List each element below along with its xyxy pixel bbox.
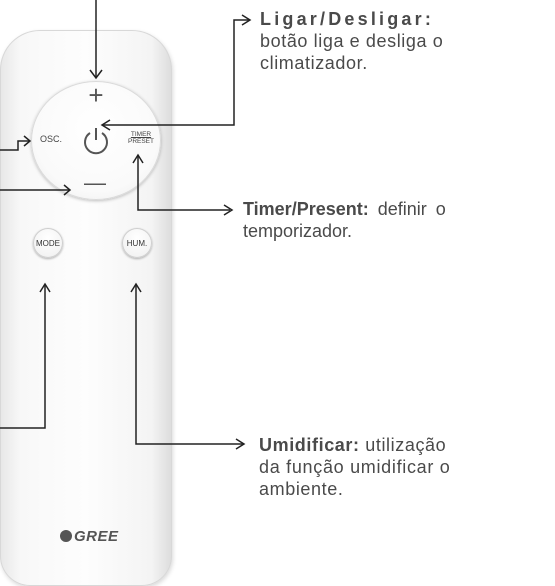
plus-arrowhead (89, 69, 103, 80)
power-icon (84, 128, 108, 155)
power-annotation-line2: climatizador. (260, 53, 368, 73)
hum-text-arrowhead (235, 438, 246, 450)
timer-label: TIMER (130, 131, 152, 138)
mode-button[interactable]: MODE (33, 228, 63, 258)
humidify-annotation-title: Umidificar: (259, 435, 360, 455)
brand-name: GREE (74, 528, 119, 545)
timer-preset-button[interactable]: TIMER PRESET (125, 131, 157, 145)
power-annotation: Ligar/Desligar: botão liga e desliga o c… (260, 8, 550, 74)
timer-button-arrowhead (132, 153, 144, 164)
mode-arrowhead (39, 282, 51, 293)
circular-control-pad (31, 81, 161, 200)
hum-label: HUM. (126, 238, 148, 248)
hum-button[interactable]: HUM. (122, 228, 152, 258)
minus-button[interactable]: — (84, 170, 106, 195)
osc-arrowhead (23, 135, 32, 147)
timer-text-arrowhead (223, 204, 234, 216)
power-arrowhead (100, 119, 111, 131)
timer-annotation-line1: definir o (368, 199, 446, 219)
timer-annotation-title: Timer/Present: (243, 199, 369, 219)
power-button[interactable] (80, 124, 112, 156)
osc-button[interactable]: OSC. (39, 134, 62, 144)
osc-leader-line (0, 140, 30, 151)
gree-logo: GREE (60, 528, 119, 545)
mode-label: MODE (36, 238, 60, 248)
humidify-annotation-line1: utilização (359, 435, 447, 455)
humidify-annotation-line2: da função umidificar o (259, 457, 451, 477)
timer-leader-line (137, 155, 230, 211)
mode-leader-line (0, 284, 46, 429)
preset-label: PRESET (127, 138, 154, 145)
power-annotation-line1: botão liga e desliga o (260, 31, 444, 51)
plus-button[interactable]: + (88, 80, 104, 110)
minus-arrowhead (63, 184, 72, 196)
power-leader-line (102, 19, 250, 126)
timer-annotation-line2: temporizador. (243, 221, 353, 241)
humidify-annotation-line3: ambiente. (259, 479, 344, 499)
humidify-annotation: Umidificar: utilização da função umidifi… (259, 434, 549, 500)
timer-annotation: Timer/Present: definir o temporizador. (243, 198, 553, 242)
hum-leader-line (135, 284, 244, 445)
power-text-arrowhead (241, 14, 252, 26)
gree-logo-icon (60, 530, 72, 542)
power-annotation-title: Ligar/Desligar: (260, 9, 435, 29)
hum-arrowhead (130, 282, 142, 293)
